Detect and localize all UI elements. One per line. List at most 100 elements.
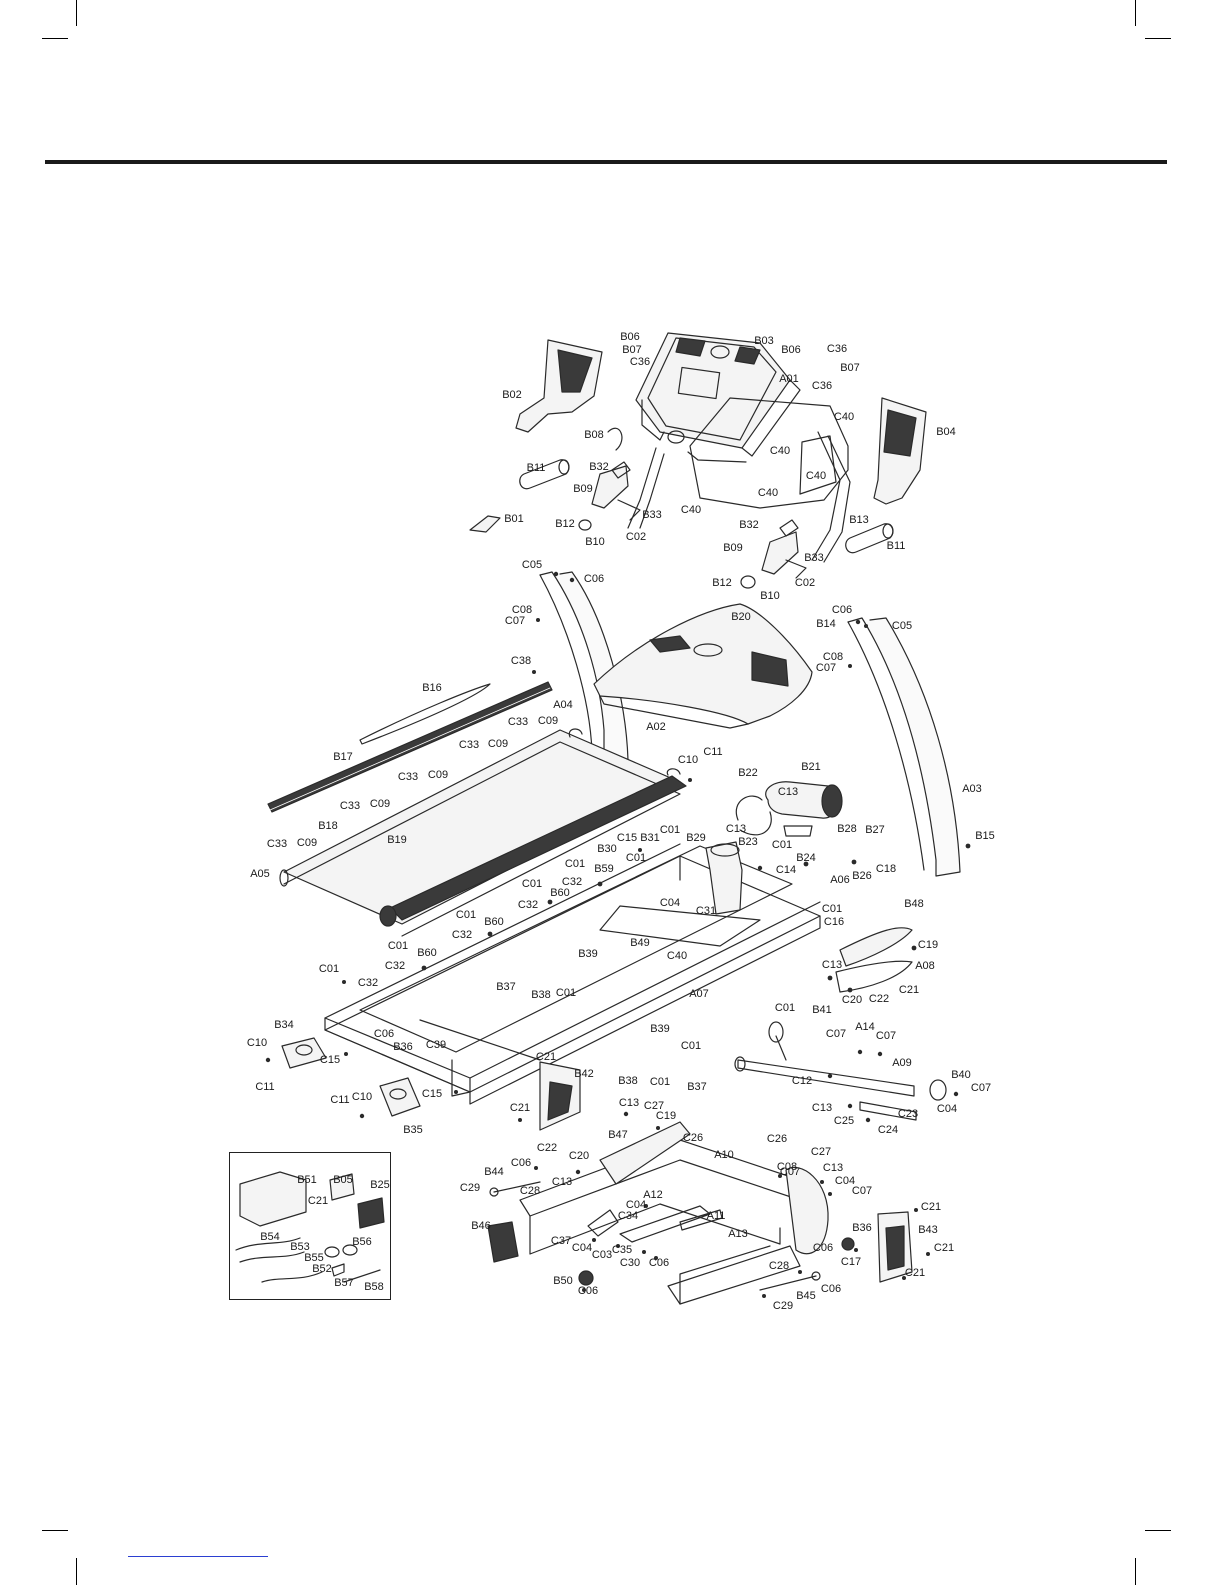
electronics-inset-frame [229, 1152, 391, 1300]
callout-c04: C04 [659, 897, 681, 909]
callout-c35: C35 [611, 1244, 633, 1256]
callout-c40: C40 [757, 487, 779, 499]
crop-mark-br-h [1145, 1530, 1171, 1531]
callout-c33: C33 [458, 739, 480, 751]
callout-c11: C11 [703, 746, 723, 758]
callout-c11: C11 [255, 1081, 275, 1093]
callout-b41: B41 [812, 1004, 832, 1016]
callout-b32: B32 [739, 519, 759, 531]
callout-c32: C32 [357, 977, 379, 989]
crop-mark-br-v [1135, 1558, 1136, 1585]
callout-c21: C21 [920, 1201, 942, 1213]
callout-b18: B18 [318, 820, 338, 832]
callout-c26: C26 [766, 1133, 788, 1145]
callout-c06: C06 [510, 1157, 532, 1169]
callout-c01: C01 [555, 987, 577, 999]
callout-b09: B09 [723, 542, 743, 554]
crop-mark-tr-v [1135, 0, 1136, 26]
callout-c09: C09 [427, 769, 449, 781]
callout-c21: C21 [933, 1242, 955, 1254]
callout-c01: C01 [564, 858, 586, 870]
callout-c33: C33 [397, 771, 419, 783]
callout-c15: C15 [616, 832, 638, 844]
callout-a07: A07 [689, 988, 709, 1000]
callout-c22: C22 [868, 993, 890, 1005]
base-frame [519, 1121, 829, 1305]
callout-c13: C13 [811, 1102, 833, 1114]
callout-a08: A08 [915, 960, 935, 972]
callout-c09: C09 [487, 738, 509, 750]
callout-b15: B15 [975, 830, 995, 842]
callout-c13: C13 [821, 959, 843, 971]
callout-c05: C05 [891, 620, 913, 632]
callout-c10: C10 [677, 754, 699, 766]
callout-b30: B30 [597, 843, 617, 855]
callout-b50: B50 [553, 1275, 573, 1287]
callout-c32: C32 [561, 876, 583, 888]
callout-c08: C08 [776, 1161, 798, 1173]
callout-b44: B44 [484, 1166, 504, 1178]
callout-b51: B51 [297, 1174, 317, 1186]
callout-b47: B47 [608, 1129, 628, 1141]
callout-c09: C09 [296, 837, 318, 849]
footer-link-underline[interactable] [128, 1556, 268, 1557]
callout-c34: C34 [617, 1210, 639, 1222]
crop-mark-tl-h [42, 38, 68, 39]
callout-c01: C01 [649, 1076, 671, 1088]
callout-c36: C36 [629, 356, 651, 368]
callout-b23: B23 [738, 836, 758, 848]
callout-c18: C18 [875, 863, 897, 875]
callout-c39: C39 [425, 1039, 447, 1051]
callout-b39: B39 [578, 948, 598, 960]
callout-c26: C26 [682, 1132, 704, 1144]
callout-b13: B13 [849, 514, 869, 526]
callout-b52: B52 [312, 1263, 332, 1275]
callout-c36: C36 [826, 343, 848, 355]
callout-b06: B06 [620, 331, 640, 343]
callout-c21: C21 [509, 1102, 531, 1114]
callout-c21: C21 [307, 1195, 329, 1207]
callout-c12: C12 [791, 1075, 813, 1087]
callout-c21: C21 [535, 1051, 557, 1063]
callout-c40: C40 [680, 504, 702, 516]
callout-c32: C32 [451, 929, 473, 941]
callout-c01: C01 [387, 940, 409, 952]
callout-b56: B56 [352, 1236, 372, 1248]
callout-c21: C21 [898, 984, 920, 996]
callout-b38: B38 [618, 1075, 638, 1087]
callout-c01: C01 [318, 963, 340, 975]
callout-c40: C40 [833, 411, 855, 423]
callout-c07: C07 [815, 662, 837, 674]
callout-b49: B49 [630, 937, 650, 949]
callout-c33: C33 [507, 716, 529, 728]
callout-c01: C01 [625, 852, 647, 864]
callout-c13: C13 [618, 1097, 640, 1109]
callout-a14: A14 [855, 1021, 875, 1033]
callout-b06: B06 [781, 344, 801, 356]
callout-b59: B59 [594, 863, 614, 875]
callout-a13: A13 [728, 1228, 748, 1240]
callout-b42: B42 [574, 1068, 594, 1080]
callout-c13: C13 [822, 1162, 844, 1174]
callout-b25: B25 [370, 1179, 390, 1191]
callout-c10: C10 [246, 1037, 268, 1049]
callout-b60: B60 [484, 916, 504, 928]
callout-c23: C23 [897, 1108, 919, 1120]
callout-c40: C40 [805, 470, 827, 482]
main-frame [324, 843, 821, 1105]
callout-c19: C19 [655, 1110, 677, 1122]
console-assembly [635, 332, 801, 463]
callout-b14: B14 [816, 618, 836, 630]
callout-b11: B11 [886, 540, 906, 552]
callout-b19: B19 [387, 834, 407, 846]
callout-b09: B09 [573, 483, 593, 495]
callout-c06: C06 [577, 1285, 599, 1297]
callout-c08: C08 [511, 604, 533, 616]
callout-c09: C09 [369, 798, 391, 810]
callout-b22: B22 [738, 767, 758, 779]
callout-b37: B37 [687, 1081, 707, 1093]
callout-c01: C01 [659, 824, 681, 836]
callout-b02: B02 [502, 389, 522, 401]
callout-c40: C40 [769, 445, 791, 457]
